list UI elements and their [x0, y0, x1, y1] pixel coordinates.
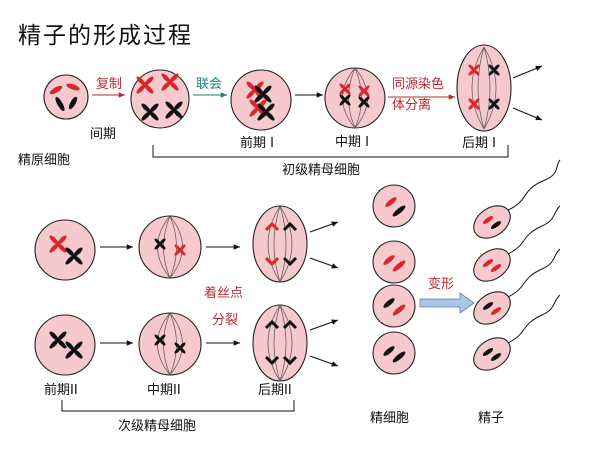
cell-replicated — [130, 69, 190, 129]
spermatid-3 — [372, 284, 416, 328]
label-metaphase1: 中期 I — [335, 135, 369, 150]
label-secondary-spermatocyte: 次级精母细胞 — [118, 418, 196, 434]
bracket-primary-spermatocyte — [152, 145, 509, 158]
label-homolog-sep-2: 体分离 — [392, 97, 431, 113]
arrow-anaphase1-lower — [512, 107, 543, 121]
cell-anaphase2-lower — [252, 304, 308, 382]
cell-prophase1 — [230, 69, 292, 131]
label-spermatogonium: 精原细胞 — [18, 153, 70, 168]
spermatid-4 — [372, 331, 416, 375]
cell-metaphase2-lower — [138, 312, 202, 376]
bracket-secondary-spermatocyte — [61, 400, 295, 412]
arrow-anaphase2-lower-a — [309, 319, 339, 331]
arrow-anaphase2-lower-b — [309, 355, 339, 367]
cell-prophase2-lower — [34, 314, 96, 376]
spermatid-2 — [372, 240, 416, 284]
cell-anaphase2-upper — [252, 205, 308, 283]
label-prophase2: 前期II — [44, 382, 78, 398]
label-spermatid: 精细胞 — [370, 411, 409, 426]
cell-anaphase1 — [456, 44, 512, 132]
cell-metaphase1 — [324, 67, 386, 129]
sperm-2 — [473, 205, 561, 282]
label-transform: 变形 — [428, 276, 454, 292]
label-primary-spermatocyte: 初级精母细胞 — [282, 163, 360, 178]
label-centromere-1: 着丝点 — [204, 285, 243, 301]
sperm-4 — [473, 294, 561, 371]
label-metaphase2: 中期II — [147, 383, 181, 398]
label-anaphase2: 后期II — [258, 383, 292, 398]
arrow-anaphase1-upper — [512, 65, 543, 79]
label-anaphase1: 后期 I — [462, 136, 496, 151]
sperm-3 — [473, 248, 561, 325]
cell-spermatogonium — [43, 74, 89, 120]
label-sperm: 精子 — [478, 411, 504, 426]
arrow-anaphase2-upper-a — [309, 221, 339, 233]
label-prophase1: 前期 I — [240, 135, 274, 151]
label-centromere-2: 分裂 — [212, 313, 238, 328]
arrow-anaphase2-upper-b — [309, 257, 339, 269]
cell-metaphase2-upper — [138, 215, 202, 279]
spermatid-1 — [372, 184, 416, 228]
diagram-title: 精子的形成过程 — [18, 23, 193, 49]
label-synapsis: 联会 — [196, 77, 222, 92]
sperm-1 — [473, 159, 561, 239]
label-homolog-sep-1: 同源染色 — [392, 76, 444, 92]
cell-prophase2-upper — [34, 219, 96, 281]
label-interphase: 间期 — [90, 127, 116, 142]
arrow-transform — [419, 292, 475, 314]
label-replicate: 复制 — [96, 77, 122, 92]
